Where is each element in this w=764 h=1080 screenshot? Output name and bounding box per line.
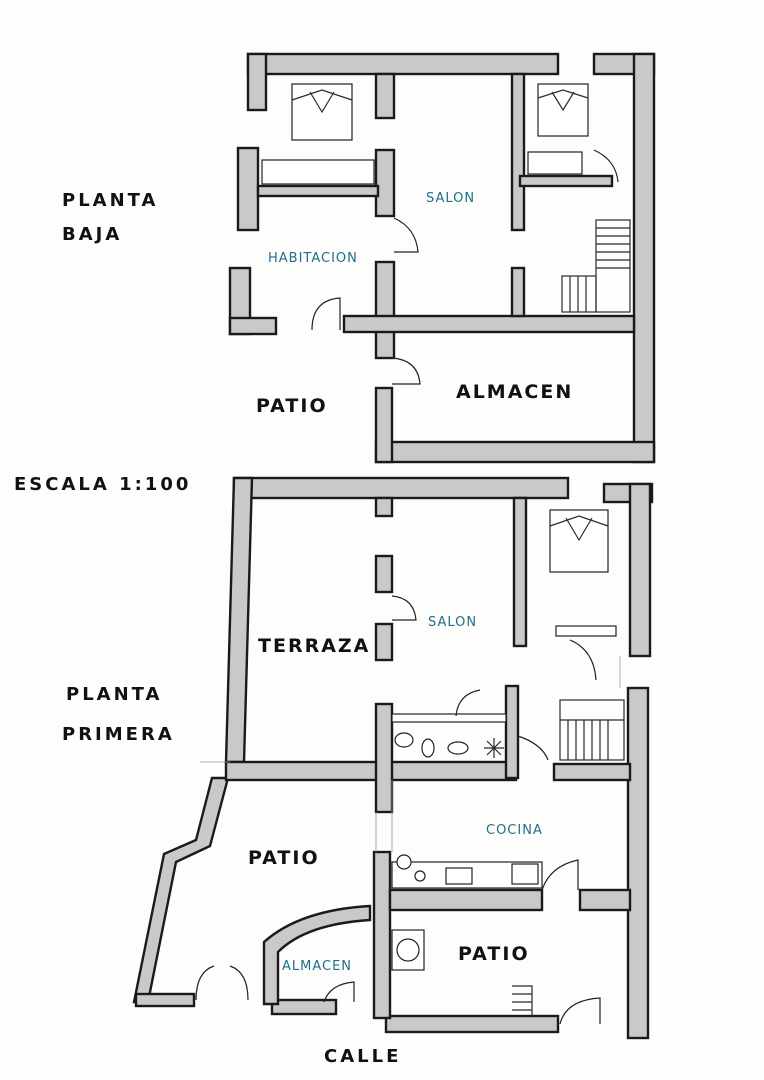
room-label-habitacion: HABITACION [268,251,358,266]
wall-int-4 [374,702,394,814]
wall-int-3 [374,622,394,662]
wall-int-1 [374,72,396,120]
stairs [559,699,625,761]
scale-label: ESCALA 1:100 [14,474,191,495]
ground-floor-heading-line2: BAJA [62,224,122,245]
street-label: CALLE [324,1046,401,1067]
door-swing [391,595,417,621]
bidet-icon [421,738,435,758]
gate-doors [195,965,249,1001]
wall-terraza-left [224,476,254,764]
ground-floor-plan: SALON HABITACION PATIO ALMACEN PLANTA BA… [62,52,656,464]
wall-top [246,52,560,76]
toilet-icon [394,732,414,748]
wall-int-4 [510,72,526,232]
first-floor-heading-line1: PLANTA [66,684,162,705]
washing-drum [396,938,420,962]
door-swing [541,859,579,891]
door-swing [323,981,355,1003]
wall-almacen-arch [262,904,372,1006]
stairs [561,219,631,313]
ground-floor-heading-line1: PLANTA [62,190,158,211]
wall-int-6 [504,684,520,780]
wall-int-5 [510,266,526,318]
room-label-salon: SALON [426,191,475,206]
door-swing [569,639,597,681]
hob-icon [396,854,412,870]
wall-int-8 [372,850,392,1020]
wall-right [632,52,656,464]
sink-icon [445,867,473,885]
door-swing [393,217,419,253]
wardrobe [555,625,617,637]
bed-icon [291,83,353,141]
wall-int-3 [374,260,396,360]
wall-left-top [246,52,268,112]
wardrobe [527,151,583,175]
wall-mid-horizontal [342,314,636,334]
wall-int-5 [512,496,528,648]
wall-int-7 [552,762,632,782]
wall-right-upper [628,482,652,658]
wall-int-2 [374,148,396,218]
room-label-patio: PATIO [256,395,328,417]
wall-int-1 [374,496,394,518]
construction-lines [200,656,621,852]
fridge-icon [511,863,539,885]
room-label-terraza: TERRAZA [258,635,370,657]
room-label-almacen: ALMACEN [456,381,573,403]
door-swing [593,149,619,183]
wall-patio-left [132,776,230,1004]
door-swing [391,357,421,385]
bed-sheet [549,515,609,542]
wardrobe [261,159,375,185]
wall-bottom-right [384,1014,560,1034]
door-swing [311,297,341,331]
room-label-patio-right: PATIO [458,943,530,965]
door-swing [455,689,481,717]
wall-right-lower [626,686,650,1040]
door-swing [517,735,549,761]
wall-bedroom-divider [256,184,380,198]
wall-bottom-mid [270,998,338,1016]
wall-int-6 [518,174,614,188]
door-swing [559,997,601,1025]
wall-left-mid [236,146,260,232]
hob-icon [414,870,426,882]
wall-int-9 [388,888,544,912]
wall-bottom-left [134,992,196,1008]
wall-patio-left-lower [374,386,394,464]
sink-icon [447,741,469,755]
wall-bottom [374,440,656,464]
room-label-patio-left: PATIO [248,847,320,869]
wall-top [232,476,570,500]
first-floor-heading-line2: PRIMERA [62,724,175,745]
wall-int-2 [374,554,394,594]
bed-sheet [291,89,353,114]
first-floor-plan: TERRAZA SALON PATIO COCINA PATIO ALMACEN… [62,476,654,1040]
steps [512,985,533,1016]
room-label-cocina: COCINA [486,823,543,838]
wall-bottom-left [228,316,278,336]
room-label-almacen: ALMACEN [282,959,352,974]
shower-icon [484,738,504,758]
wall-int-10 [578,888,632,912]
bathroom-counter [391,713,507,723]
wall-terraza-bottom [224,760,518,782]
room-label-salon: SALON [428,615,477,630]
bed-sheet [537,89,589,112]
